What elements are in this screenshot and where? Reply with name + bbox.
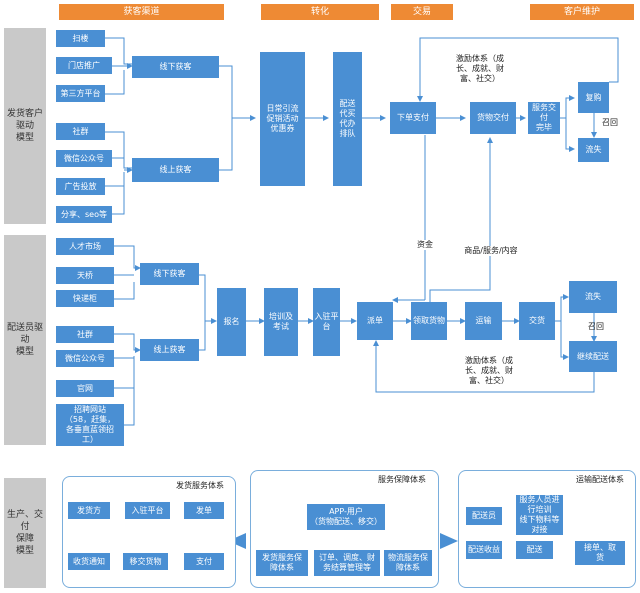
header-maintenance: 客户维护 — [530, 4, 634, 20]
box-goods-delivery: 货物交付 — [470, 102, 516, 134]
side-shipper: 发货客户驱动 模型 — [4, 28, 46, 224]
box-delivery-courier: 配送员 — [466, 507, 502, 525]
box-delivery-delivery: 配送 — [516, 541, 553, 559]
box-ads: 广告投放 — [56, 178, 105, 195]
label-funds: 资金 — [411, 240, 439, 250]
box-proxy: 配送 代买 代办 排队 — [333, 52, 362, 186]
box-share-seo: 分享、seo等 — [56, 206, 112, 223]
box-ship-handover: 移交货物 — [123, 553, 168, 570]
box-bridge: 天桥 — [56, 267, 114, 284]
box-app-user: APP-用户 （货物配送、移交） — [307, 504, 385, 530]
label-courier-recall: 召回 — [588, 322, 604, 331]
box-locker: 快递柜 — [56, 290, 114, 307]
header-conversion: 转化 — [261, 4, 379, 20]
title-guarantee: 服务保障体系 — [378, 475, 426, 484]
box-ship-shipper: 发货方 — [68, 502, 110, 519]
box-transport: 运输 — [465, 302, 502, 340]
header-channel: 获客渠道 — [59, 4, 224, 20]
box-courier-community: 社群 — [56, 326, 114, 343]
title-delivery-service: 运输配送体系 — [576, 475, 624, 484]
box-talent: 人才市场 — [56, 238, 114, 255]
header-transaction: 交易 — [391, 4, 453, 20]
box-ship-join: 入驻平台 — [125, 502, 170, 519]
box-courier-offline: 线下获客 — [140, 263, 199, 285]
label-shipper-incentive: 激励体系（成 长、成就、财 富、社交） — [456, 54, 504, 83]
box-signup: 报名 — [217, 288, 246, 356]
box-delivery-accept: 接单、取 货 — [575, 541, 625, 565]
box-website: 官网 — [56, 380, 114, 397]
box-third-party: 第三方平台 — [56, 85, 105, 102]
box-ship-post: 发单 — [184, 502, 224, 519]
box-delivery-training: 服务人员进 行培训 线下物料等 对接 — [516, 495, 563, 535]
side-courier: 配送员驱动 模型 — [4, 235, 46, 445]
box-dispatch: 派单 — [357, 302, 393, 340]
box-online: 线上获客 — [132, 158, 219, 182]
box-community: 社群 — [56, 123, 105, 140]
box-offline: 线下获客 — [132, 56, 219, 78]
box-courier-wechat: 微信公众号 — [56, 350, 114, 367]
box-store-promo: 门店推广 — [56, 57, 112, 74]
box-recruit: 招聘网站 （58，赶集， 各垂直蓝领招 工） — [56, 404, 124, 446]
box-order-mgmt: 订单、调度、财 务结算管理等 — [314, 550, 380, 576]
box-handover: 交货 — [519, 302, 555, 340]
box-churn: 流失 — [578, 138, 609, 162]
box-continue: 继续配送 — [569, 341, 617, 372]
box-service-done: 服务交付 完毕 — [528, 102, 560, 134]
title-ship-service: 发货服务体系 — [176, 481, 224, 490]
side-service: 生产、交付 保障 模型 — [4, 478, 46, 588]
box-ship-guarantee: 发货服务保 障体系 — [256, 550, 308, 576]
label-courier-incentive: 激励体系（成 长、成就、财 富、社交） — [465, 356, 513, 385]
box-promo: 日常引流 促销活动 优惠券 — [260, 52, 305, 186]
box-repurchase: 复购 — [578, 82, 609, 113]
box-join: 入驻平 台 — [313, 288, 340, 356]
box-training: 培训及 考试 — [264, 288, 298, 356]
box-sweep: 扫楼 — [56, 30, 105, 47]
box-courier-churn: 流失 — [569, 281, 617, 313]
box-wechat: 微信公众号 — [56, 150, 112, 167]
panel-ship-service — [62, 476, 236, 588]
box-delivery-revenue: 配送收益 — [466, 541, 502, 559]
box-logistics-guarantee: 物流服务保 障体系 — [384, 550, 432, 576]
box-order-pay: 下单支付 — [390, 102, 436, 134]
box-pickup: 领取货物 — [411, 302, 447, 340]
box-ship-notify: 收货通知 — [68, 553, 110, 570]
box-ship-pay: 支付 — [184, 553, 224, 570]
label-shipper-recall: 召回 — [602, 118, 618, 127]
label-goods: 商品/服务/内容 — [462, 246, 520, 256]
box-courier-online: 线上获客 — [140, 339, 199, 361]
